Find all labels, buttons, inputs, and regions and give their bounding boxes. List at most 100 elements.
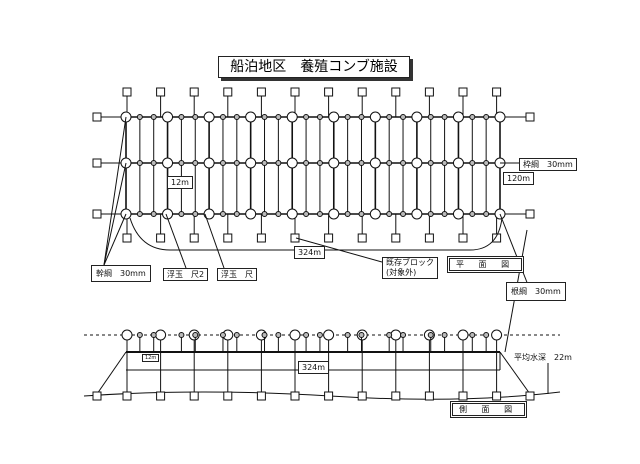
float-buoy — [150, 114, 157, 120]
float-buoy — [178, 160, 185, 166]
float-buoy — [316, 332, 323, 338]
float-buoy — [178, 114, 185, 120]
float-buoy — [275, 114, 282, 120]
float-buoy — [136, 211, 143, 217]
float-buoy — [245, 157, 257, 169]
bottom-anchor-block — [424, 233, 434, 243]
spacing-label: 12m — [167, 176, 193, 189]
float-buoy — [203, 157, 215, 169]
float-buoy — [245, 111, 257, 123]
float-buoy — [203, 208, 215, 220]
float-buoy — [289, 329, 301, 341]
float-buoy — [452, 111, 464, 123]
float-buoy — [150, 211, 157, 217]
left-anchor-block — [92, 112, 102, 122]
anchor-block — [290, 391, 300, 401]
float-buoy — [178, 332, 185, 338]
float-buoy — [427, 332, 434, 338]
float-buoy — [286, 111, 298, 123]
float-buoy — [136, 332, 143, 338]
bottom-anchor-block — [391, 233, 401, 243]
main-rope-leader — [103, 162, 127, 266]
float-buoy — [386, 114, 393, 120]
left-anchor-block — [92, 209, 102, 219]
float-buoy — [303, 114, 310, 120]
block-label: 既存ブロック(対象外) — [382, 257, 438, 279]
float-buoy — [261, 332, 268, 338]
float-buoy — [358, 160, 365, 166]
block-leader — [295, 237, 383, 263]
float-buoy — [219, 114, 226, 120]
float-buoy — [192, 332, 199, 338]
float-buoy — [452, 208, 464, 220]
block-name: 既存ブロック — [386, 258, 434, 267]
float-buoy — [452, 157, 464, 169]
top-anchor-block — [424, 87, 434, 97]
top-anchor-block — [256, 87, 266, 97]
float-buoy — [316, 160, 323, 166]
float-buoy — [192, 114, 199, 120]
top-anchor-block — [122, 87, 132, 97]
top-anchor-block — [324, 87, 334, 97]
float-buoy — [219, 332, 226, 338]
anchor-block — [357, 391, 367, 401]
bottom-anchor-block — [290, 233, 300, 243]
float-1-label: 浮玉 尺 — [217, 268, 257, 281]
float-buoy — [178, 211, 185, 217]
float-buoy — [121, 329, 133, 341]
anchor-block — [492, 391, 502, 401]
float-buoy — [233, 160, 240, 166]
float-buoy — [441, 211, 448, 217]
float-buoy — [286, 208, 298, 220]
top-anchor-block — [156, 87, 166, 97]
float-buoy — [411, 111, 423, 123]
float-buoy — [150, 332, 157, 338]
float-buoy — [441, 114, 448, 120]
float-buoy — [358, 114, 365, 120]
float-buoy — [400, 211, 407, 217]
float-buoy — [261, 211, 268, 217]
anchor-block — [324, 391, 334, 401]
top-anchor-block — [458, 87, 468, 97]
bottom-anchor-block — [492, 233, 502, 243]
top-anchor-block — [391, 87, 401, 97]
top-anchor-block — [223, 87, 233, 97]
float-buoy — [150, 160, 157, 166]
float-buoy — [303, 211, 310, 217]
float-buoy — [245, 208, 257, 220]
side-length-label: 324m — [298, 361, 330, 374]
float-buoy — [192, 160, 199, 166]
side-spacing-label: 12m — [142, 354, 160, 362]
float-buoy — [344, 211, 351, 217]
float-buoy — [427, 211, 434, 217]
bottom-anchor-block — [189, 233, 199, 243]
float-buoy — [316, 114, 323, 120]
float-buoy — [358, 211, 365, 217]
float-buoy — [203, 111, 215, 123]
float-buoy — [483, 114, 490, 120]
anchor-block — [525, 391, 535, 401]
length-label: 324m — [294, 246, 326, 259]
anchor-block — [256, 391, 266, 401]
float-buoy — [233, 332, 240, 338]
float-buoy — [303, 160, 310, 166]
float-buoy — [275, 211, 282, 217]
bottom-anchor-block — [223, 233, 233, 243]
block-note: (対象外) — [386, 268, 417, 277]
right-anchor-block — [525, 209, 535, 219]
float-buoy — [344, 160, 351, 166]
float-leader — [165, 213, 187, 269]
float-buoy — [369, 208, 381, 220]
float-buoy — [275, 160, 282, 166]
float-buoy — [386, 160, 393, 166]
float-buoy — [233, 211, 240, 217]
float-buoy — [483, 211, 490, 217]
float-buoy — [155, 329, 167, 341]
float-buoy — [344, 332, 351, 338]
anchor-block — [92, 391, 102, 401]
anchor-block — [424, 391, 434, 401]
bottom-anchor-block — [324, 233, 334, 243]
float-buoy — [328, 208, 340, 220]
main-rope-label: 幹綱 30mm — [91, 265, 151, 282]
